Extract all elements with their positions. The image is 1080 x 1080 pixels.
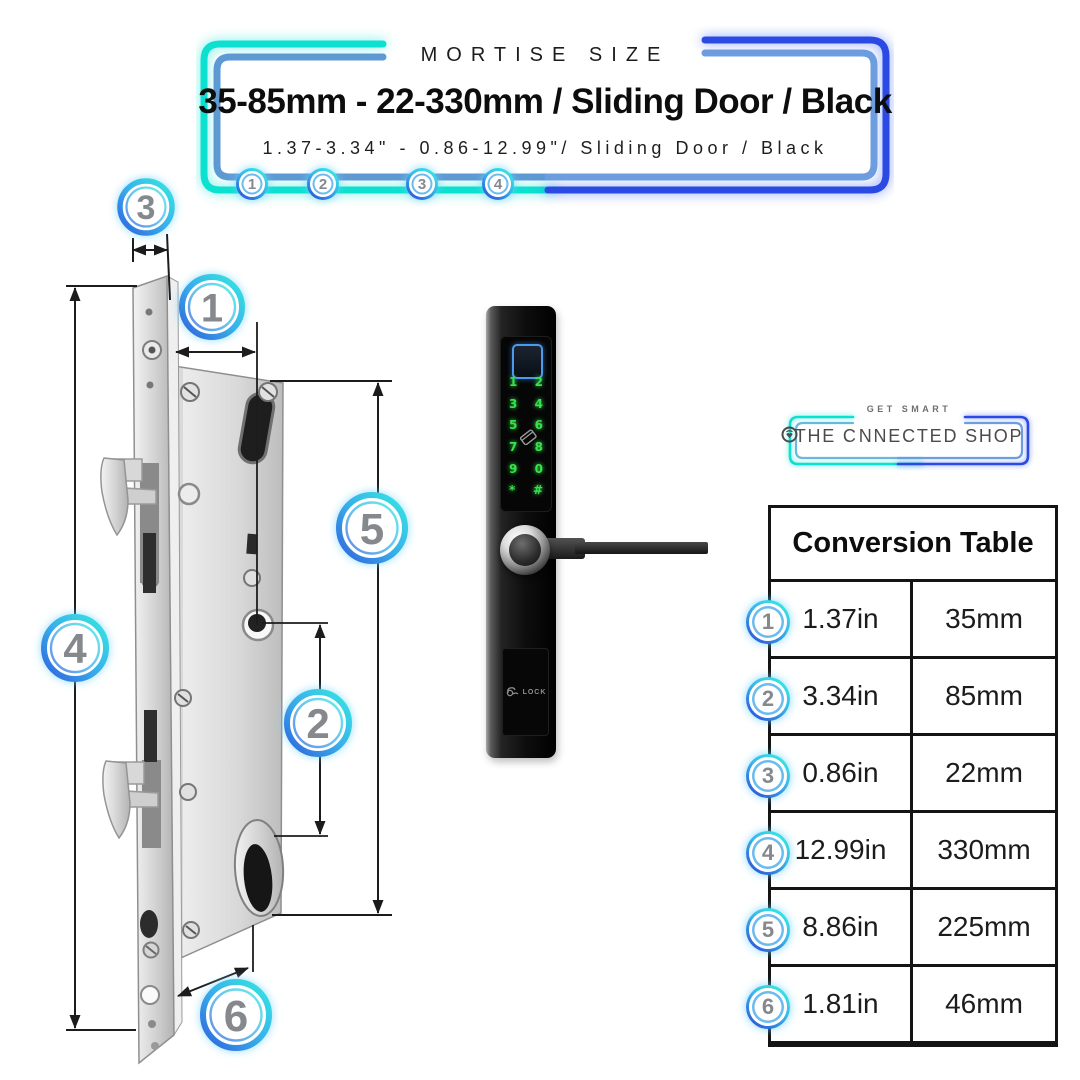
key-0: 0: [534, 461, 543, 476]
key-5: 5: [509, 418, 518, 433]
hook-bolt-lower: [102, 710, 161, 848]
key-hash: #: [532, 483, 543, 498]
diagram-callouts: 3 1 5 4 2: [41, 178, 408, 1051]
conversion-table: Conversion Table 1.37in 35mm 3.34in 85mm…: [746, 505, 1058, 1047]
table-badge-5: 5: [746, 908, 790, 952]
svg-text:3: 3: [137, 189, 156, 227]
key-6: 6: [534, 418, 543, 433]
mm-cell: 22mm: [945, 757, 1023, 788]
header-eyebrow: MORTISE SIZE: [420, 44, 670, 66]
inches-cell: 0.86in: [771, 736, 913, 810]
key-9: 9: [509, 461, 518, 476]
inches-cell: 1.37in: [771, 582, 913, 656]
rfid-card-icon: [519, 429, 537, 445]
mm-cell: 225mm: [937, 911, 1031, 942]
table-row: 8.86in 225mm: [771, 890, 1055, 967]
header-badge-2: 2: [307, 168, 339, 200]
key-3: 3: [509, 396, 518, 411]
header-badge-4: 4: [482, 168, 514, 200]
inches-cell: 8.86in: [771, 890, 913, 964]
lock-badge-panel: LOCK: [502, 648, 549, 736]
callout-1: 1: [179, 274, 245, 340]
callout-4: 4: [41, 614, 109, 682]
svg-text:4: 4: [63, 625, 87, 672]
header-badge-3: 3: [406, 168, 438, 200]
table-badge-6: 6: [746, 985, 790, 1029]
handle-hub-center: [509, 534, 541, 566]
table-row: 1.81in 46mm: [771, 967, 1055, 1044]
wifi-heart-o-icon: [781, 426, 798, 443]
page-title: 35-85mm - 22-330mm / Sliding Door / Blac…: [198, 82, 892, 121]
faceplate: [132, 274, 183, 1065]
table-badge-4: 4: [746, 831, 790, 875]
svg-text:1: 1: [201, 286, 223, 330]
table-row: 12.99in 330mm: [771, 813, 1055, 890]
header-frame: [200, 36, 890, 194]
key-8: 8: [534, 439, 543, 454]
logo-eyebrow: GET SMART: [866, 404, 952, 414]
hook-bolt-upper: [100, 457, 159, 593]
callout-3: 3: [117, 178, 175, 236]
key-2: 2: [534, 374, 543, 389]
mm-cell: 85mm: [945, 680, 1023, 711]
brand-logo: GET SMART THE C NNECTED SHOP: [780, 393, 1038, 479]
table-badge-2: 2: [746, 677, 790, 721]
logo-name-before: THE C: [794, 426, 858, 446]
header-banner: MORTISE SIZE 35-85mm - 22-330mm / Slidin…: [196, 26, 894, 206]
keypad-digits: 1 2 3 4 5 6 7 8 9 0 * #: [500, 371, 552, 501]
fingerprint-sensor: [512, 344, 543, 379]
mm-cell: 330mm: [937, 834, 1031, 865]
handle-lever: [575, 542, 708, 554]
callout-2: 2: [284, 689, 352, 757]
mm-cell: 35mm: [945, 603, 1023, 634]
hand-lock-icon: [506, 687, 518, 697]
table-badge-3: 3: [746, 754, 790, 798]
inches-cell: 3.34in: [771, 659, 913, 733]
inches-cell: 1.81in: [771, 967, 913, 1041]
callout-5: 5: [336, 492, 408, 564]
page-subtitle: 1.37-3.34" - 0.86-12.99"/ Sliding Door /…: [262, 138, 828, 158]
lock-label: LOCK: [522, 688, 547, 696]
header-badge-1: 1: [236, 168, 268, 200]
key-star: *: [509, 483, 516, 498]
table-row: 3.34in 85mm: [771, 659, 1055, 736]
conversion-table-title: Conversion Table: [771, 508, 1055, 582]
svg-text:5: 5: [360, 505, 384, 554]
mm-cell: 46mm: [945, 988, 1023, 1019]
svg-text:6: 6: [224, 992, 248, 1041]
table-row: 0.86in 22mm: [771, 736, 1055, 813]
inches-cell: 12.99in: [771, 813, 913, 887]
logo-name-after: NNECTED SHOP: [858, 426, 1024, 446]
key-4: 4: [534, 396, 543, 411]
logo-name: THE C NNECTED SHOP: [780, 426, 1038, 447]
mortise-lock-diagram: 3 1 5 4 2: [41, 178, 408, 1065]
table-row: 1.37in 35mm: [771, 582, 1055, 659]
callout-6: 6: [200, 979, 272, 1051]
svg-text:2: 2: [306, 700, 329, 747]
key-1: 1: [509, 374, 518, 389]
key-7: 7: [509, 439, 518, 454]
table-badge-1: 1: [746, 600, 790, 644]
smart-lock-product: 1 2 3 4 5 6 7 8 9 0 * # LOCK: [480, 298, 720, 773]
